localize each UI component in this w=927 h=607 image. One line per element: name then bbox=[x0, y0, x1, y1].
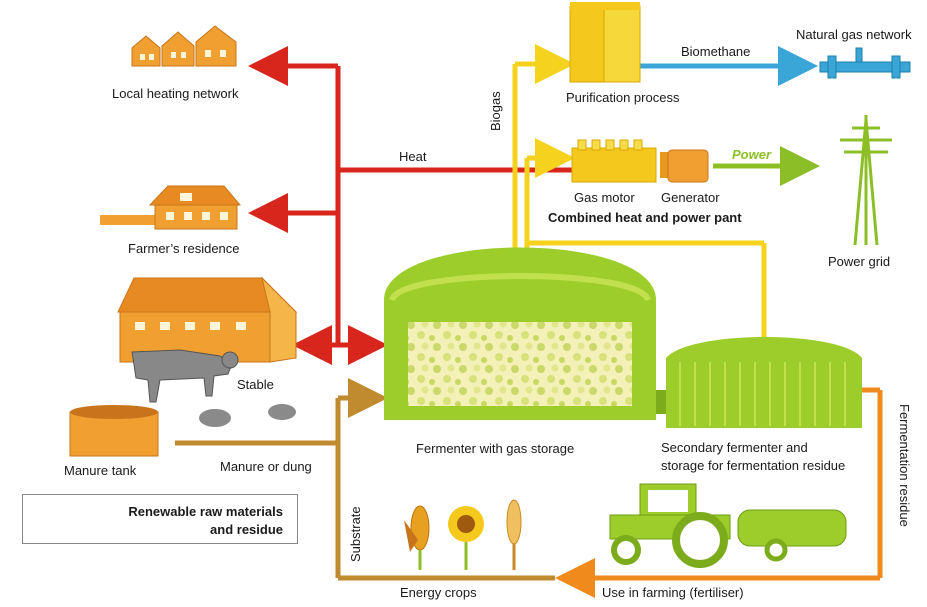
houses-icon bbox=[131, 25, 237, 67]
energy-crops-label: Energy crops bbox=[400, 585, 477, 600]
power-tower-icon bbox=[840, 115, 892, 246]
biomethane-label: Biomethane bbox=[681, 44, 751, 59]
farmhouse-icon bbox=[100, 185, 242, 230]
farmer-residence-label: Farmer’s residence bbox=[128, 241, 240, 256]
generator-label: Generator bbox=[661, 190, 720, 205]
energy-crops-icon bbox=[404, 499, 522, 570]
residue-lines bbox=[555, 387, 883, 598]
gas-motor-label: Gas motor bbox=[574, 190, 635, 205]
secondary-fermenter-label-2: storage for fermentation residue bbox=[661, 458, 846, 473]
legend-box: Renewable raw materials and residue bbox=[22, 494, 298, 544]
substrate-lines bbox=[175, 378, 555, 581]
heat-label: Heat bbox=[399, 149, 427, 164]
legend-text: Renewable raw materials and residue bbox=[128, 504, 283, 537]
fermenter-icon bbox=[384, 247, 672, 420]
manure-or-dung-label: Manure or dung bbox=[220, 459, 312, 474]
pig-icon bbox=[199, 404, 296, 427]
purification-tanks-icon bbox=[569, 2, 641, 83]
gas-pipe-icon bbox=[819, 47, 911, 79]
use-in-farming-label: Use in farming (fertiliser) bbox=[602, 585, 744, 600]
heat-lines bbox=[248, 46, 572, 365]
cow-icon bbox=[131, 349, 239, 403]
power-grid-label: Power grid bbox=[828, 254, 891, 269]
fermenter-label: Fermenter with gas storage bbox=[416, 441, 575, 456]
manure-tank-icon bbox=[69, 405, 159, 457]
stable-icon bbox=[117, 276, 298, 363]
stable-label: Stable bbox=[237, 377, 274, 392]
local-heating-label: Local heating network bbox=[112, 86, 239, 101]
chp-label: Combined heat and power pant bbox=[548, 210, 742, 225]
biogas-label: Biogas bbox=[488, 91, 503, 131]
biogas-lines bbox=[512, 44, 767, 338]
power-label: Power bbox=[732, 147, 772, 162]
fermentation-residue-label: Fermentation residue bbox=[897, 404, 912, 527]
purification-label: Purification process bbox=[566, 90, 680, 105]
tractor-icon bbox=[609, 483, 847, 568]
secondary-fermenter-label-1: Secondary fermenter and bbox=[661, 440, 808, 455]
secondary-fermenter-icon bbox=[666, 337, 862, 428]
manure-tank-label: Manure tank bbox=[64, 463, 137, 478]
natural-gas-label: Natural gas network bbox=[796, 27, 912, 42]
generator-icon bbox=[660, 149, 709, 183]
gas-motor-icon bbox=[571, 139, 657, 183]
substrate-label: Substrate bbox=[348, 506, 363, 562]
